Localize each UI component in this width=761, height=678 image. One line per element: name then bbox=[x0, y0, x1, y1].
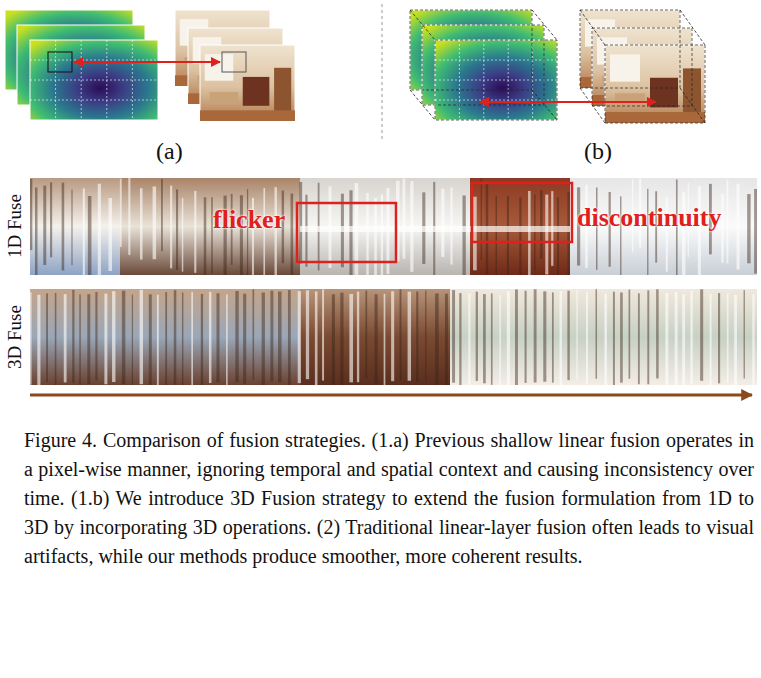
panel-label: (b) bbox=[584, 138, 612, 165]
depth-volume bbox=[410, 10, 557, 120]
time-arrow bbox=[30, 394, 752, 397]
highlight-box bbox=[297, 203, 396, 262]
depth-stack bbox=[5, 10, 158, 120]
artifact-label: discontinuity bbox=[577, 203, 722, 233]
fusion-strip-1d bbox=[30, 178, 757, 275]
panel-separator bbox=[382, 4, 383, 140]
rgb-stack bbox=[175, 10, 295, 121]
row-label: 1D Fuse bbox=[4, 194, 26, 258]
rgb-volume bbox=[580, 10, 705, 123]
figure-caption: Figure 4. Comparison of fusion strategie… bbox=[24, 426, 754, 571]
artifact-label: flicker bbox=[213, 205, 285, 235]
correspondence-arrow bbox=[74, 61, 220, 63]
fusion-strip-3d bbox=[30, 289, 757, 385]
panel-label: (a) bbox=[156, 138, 183, 165]
row-label: 3D Fuse bbox=[4, 305, 26, 369]
highlight-box bbox=[472, 183, 572, 242]
correspondence-arrow bbox=[480, 101, 656, 103]
